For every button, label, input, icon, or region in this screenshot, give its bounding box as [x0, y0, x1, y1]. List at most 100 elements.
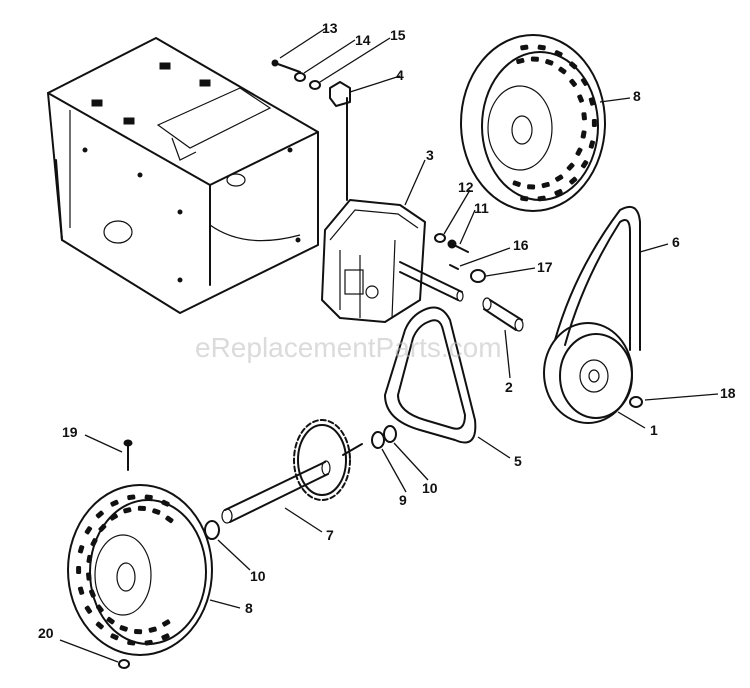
- tread-lug: [161, 633, 170, 641]
- tread-lug: [588, 140, 596, 149]
- tread-lug: [127, 639, 136, 646]
- callout-13: 13: [322, 20, 338, 36]
- washer-10-lower: [204, 520, 220, 540]
- tread-lug: [106, 616, 115, 625]
- bolt-11: [447, 239, 469, 253]
- callout-10-upper: 10: [422, 480, 438, 496]
- spacer-tube: [482, 297, 524, 332]
- tread-lug: [127, 494, 136, 501]
- tread-lug: [148, 626, 157, 633]
- tire-upper-tread: [512, 44, 597, 202]
- callout-9: 9: [399, 492, 407, 508]
- tread-lug: [569, 61, 578, 70]
- tread-lug: [119, 625, 128, 632]
- gearbox-housing: [321, 97, 464, 323]
- tread-lug: [76, 566, 82, 574]
- tread-lug: [144, 639, 153, 646]
- callout-18: 18: [720, 385, 736, 401]
- bracket-4: [329, 81, 351, 107]
- bolt-19: [123, 439, 133, 471]
- tread-lug: [569, 78, 577, 87]
- tread-lug: [84, 526, 93, 535]
- tread-lug: [134, 629, 143, 635]
- tread-lug: [588, 97, 596, 106]
- washer-10-upper: [383, 425, 397, 443]
- tread-lug: [545, 59, 554, 66]
- tread-lug: [90, 538, 98, 547]
- callout-1: 1: [650, 422, 658, 438]
- tread-lug: [591, 119, 597, 127]
- washer-14: [294, 72, 306, 82]
- tread-lug: [530, 56, 539, 62]
- tread-lug: [98, 523, 107, 532]
- callout-7: 7: [326, 527, 334, 543]
- callout-11: 11: [474, 200, 489, 216]
- drive-chain: [384, 306, 477, 444]
- pulley: [543, 322, 633, 424]
- clip-17: [470, 269, 486, 283]
- callout-4: 4: [396, 67, 404, 83]
- tread-lug: [580, 160, 589, 169]
- tread-lug: [144, 494, 153, 501]
- tread-lug: [86, 572, 92, 581]
- tread-lug: [162, 619, 171, 627]
- tread-lug: [554, 188, 563, 196]
- callout-16: 16: [513, 237, 529, 253]
- tread-lug: [566, 162, 575, 171]
- callout-5: 5: [514, 453, 522, 469]
- nut-20: [118, 659, 130, 669]
- callout-10-lower: 10: [250, 568, 266, 584]
- tread-lug: [110, 499, 119, 507]
- nut-15: [309, 80, 321, 90]
- tread-lug: [520, 195, 529, 202]
- tread-lug: [152, 508, 161, 515]
- nut-18: [629, 396, 643, 408]
- tread-lug: [527, 184, 536, 190]
- tread-lug: [516, 57, 525, 65]
- tread-lug: [554, 50, 563, 58]
- callout-19: 19: [62, 424, 78, 440]
- tread-lug: [537, 44, 546, 51]
- callout-20: 20: [38, 625, 54, 641]
- tread-lug: [575, 147, 583, 156]
- tread-lug: [512, 180, 521, 187]
- tread-lug: [96, 604, 104, 613]
- callout-12: 12: [458, 179, 474, 195]
- tread-lug: [77, 545, 85, 554]
- tread-lug: [86, 554, 93, 564]
- tread-lug: [569, 176, 578, 185]
- tread-lug: [84, 605, 93, 614]
- washer-9: [371, 431, 385, 449]
- tread-lug: [161, 499, 170, 507]
- callout-8-upper: 8: [633, 88, 641, 104]
- tread-lug: [581, 112, 587, 121]
- frame-housing: [47, 37, 319, 314]
- axle-shaft: [221, 460, 331, 524]
- tread-lug: [89, 589, 96, 598]
- sprocket: [293, 419, 363, 501]
- tread-lug: [537, 195, 546, 202]
- key-16: [449, 264, 459, 270]
- tread-lug: [77, 586, 85, 595]
- bolt-13: [271, 59, 301, 73]
- tread-lug: [541, 181, 550, 189]
- callout-8-lower: 8: [245, 600, 253, 616]
- callout-17: 17: [537, 259, 553, 275]
- leader-lines: [59, 27, 719, 663]
- callout-3: 3: [426, 147, 434, 163]
- tread-lug: [555, 174, 564, 182]
- washer-12: [434, 233, 446, 243]
- tread-lug: [95, 510, 104, 519]
- tread-lug: [580, 130, 587, 139]
- callout-labels: 13 14 15 4 3 12 11 16 17 8 6 18 1 2 5 9 …: [38, 20, 736, 641]
- callout-15: 15: [390, 27, 406, 43]
- tread-lug: [165, 515, 174, 524]
- tread-lug: [520, 44, 529, 51]
- tread-lug: [109, 513, 118, 521]
- tread-lug: [123, 507, 132, 514]
- watermark: eReplacementParts.com: [195, 332, 502, 363]
- tread-lug: [558, 66, 567, 75]
- callout-14: 14: [355, 32, 371, 48]
- tire-lower-tread: [76, 494, 174, 646]
